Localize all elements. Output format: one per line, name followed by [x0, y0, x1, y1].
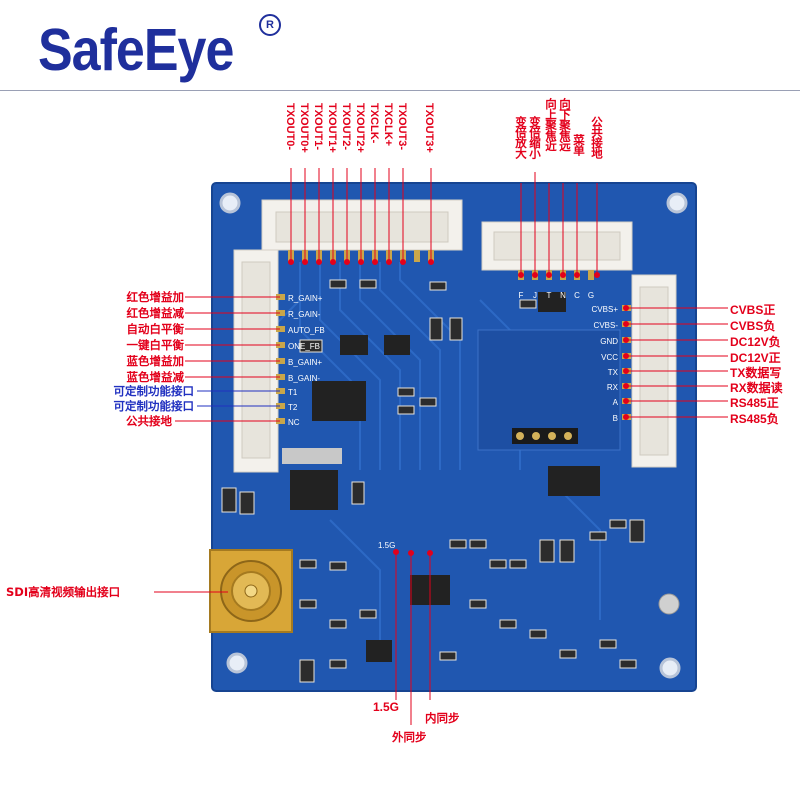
top-right-connector: [481, 221, 633, 271]
pin-label-txout1-plus: TXOUT1+: [326, 103, 338, 153]
registered-mark: R: [259, 14, 281, 36]
silk-jumper: 1.5G: [378, 541, 395, 550]
silk-top-pin: N: [560, 291, 566, 300]
pin-label-txout2-minus: TXOUT2-: [340, 103, 352, 151]
silk-left-pin: T1: [288, 388, 298, 397]
silk-right-pin: A: [613, 398, 619, 407]
pin-label-txout2-plus: TXOUT2+: [354, 103, 366, 153]
silk-right-pin: VCC: [601, 353, 618, 362]
silk-top-pin: T: [547, 291, 552, 300]
silk-left-pin: B_GAIN+: [288, 358, 322, 367]
label-outer-sync: 外同步: [392, 730, 427, 744]
silk-right-pin: RX: [607, 383, 619, 392]
header-divider: [0, 90, 800, 91]
left-label: 蓝色增益减: [126, 370, 185, 384]
pin-label-txclk-plus: TXCLK+: [382, 103, 394, 147]
right-label: DC12V正: [730, 351, 781, 365]
silk-left-pin: R_GAIN+: [288, 294, 323, 303]
left-label: 自动白平衡: [126, 322, 185, 336]
capacitor: [658, 593, 680, 615]
sdi-output-label: SDI高清视频输出接口: [6, 585, 121, 599]
brand-logo: SafeEye: [38, 17, 234, 84]
left-label: 可定制功能接口: [113, 384, 195, 398]
left-label: 可定制功能接口: [113, 399, 195, 413]
right-label: TX数据写: [730, 366, 782, 380]
silk-left-pin: ONE_FB: [288, 342, 320, 351]
pin-label-zoom-in: 变倍放大: [514, 116, 528, 158]
sma-connector: [209, 549, 293, 633]
silk-left-pin: NC: [288, 418, 300, 427]
silk-left-pin: T2: [288, 403, 298, 412]
pin-label-txclk-minus: TXCLK-: [368, 103, 380, 144]
label-inner-sync: 内同步: [425, 711, 460, 725]
silk-top-pin: F: [519, 291, 524, 300]
mounting-holes: [219, 192, 688, 679]
pin-label-txout0-plus: TXOUT0+: [298, 103, 310, 153]
silk-left-pin: B_GAIN-: [288, 374, 320, 383]
silk-left-pin: AUTO_FB: [288, 326, 325, 335]
left-label: 红色增益减: [126, 306, 185, 320]
left-label: 一键白平衡: [126, 338, 185, 352]
right-label: RS485正: [730, 396, 779, 410]
right-label: CVBS负: [730, 319, 776, 333]
left-label: 公共接地: [126, 414, 172, 428]
pin-label-txout1-minus: TXOUT1-: [312, 103, 324, 151]
right-label: RS485负: [730, 412, 779, 426]
silk-top-pin: C: [574, 291, 580, 300]
left-label: 红色增益加: [126, 290, 185, 304]
pin-label-focus-near: 向上聚焦近: [544, 98, 558, 151]
pin-label-txout3-plus: TXOUT3+: [423, 103, 435, 153]
pin-label-common-ground-top: 公共接地: [590, 116, 604, 158]
pin-label-menu: 菜单: [572, 134, 586, 155]
silk-right-pin: CVBS-: [594, 321, 619, 330]
pin-label-focus-far: 向下聚焦远: [558, 98, 572, 151]
silk-left-pin: R_GAIN-: [288, 310, 321, 319]
right-label: RX数据读: [730, 381, 783, 395]
left-label: 蓝色增益加: [126, 354, 185, 368]
silk-top-pin: G: [588, 291, 594, 300]
silk-right-pin: B: [613, 414, 618, 423]
pin-label-zoom-out: 变倍缩小: [528, 116, 542, 158]
pin-label-txout3-minus: TXOUT3-: [396, 103, 408, 151]
right-label: DC12V负: [730, 335, 781, 349]
right-label: CVBS正: [730, 303, 776, 317]
silk-top-pin: J: [533, 291, 537, 300]
silk-right-pin: TX: [608, 368, 619, 377]
pin-label-txout0-minus: TXOUT0-: [284, 103, 296, 151]
top-connector: [261, 199, 463, 251]
silk-right-pin: GND: [600, 337, 618, 346]
label-1-5g: 1.5G: [373, 700, 400, 714]
four-pin-header: [512, 428, 578, 444]
silk-right-pin: CVBS+: [592, 305, 619, 314]
